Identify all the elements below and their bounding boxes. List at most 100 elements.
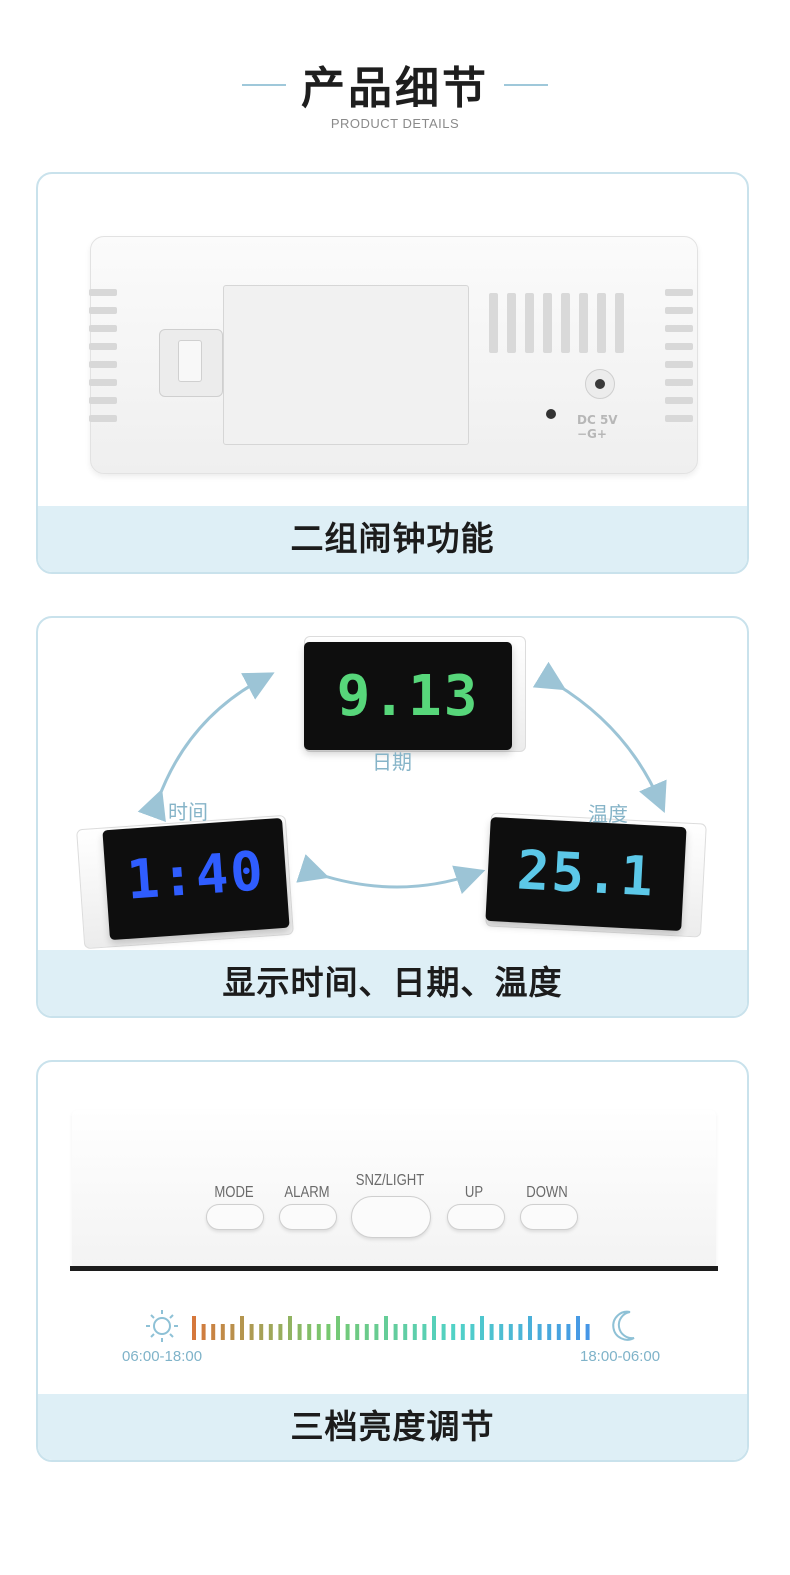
- speaker-slot: [543, 293, 552, 353]
- brightness-bar: [278, 1324, 283, 1340]
- snz-light-button-label: SNZ/LIGHT: [355, 1172, 425, 1189]
- vent-slot: [665, 397, 693, 404]
- brightness-bar: [240, 1316, 244, 1340]
- temp-label: 温度: [588, 802, 628, 826]
- speaker-slot: [561, 293, 570, 353]
- brightness-bar: [432, 1316, 436, 1340]
- alarm-feature-card: DC 5V −G+ 二组闹钟功能: [36, 172, 749, 574]
- brightness-bar: [422, 1324, 427, 1340]
- page-title: 产品细节: [301, 63, 489, 114]
- brightness-bar: [508, 1324, 513, 1340]
- vent-slot: [665, 307, 693, 314]
- display-caption: 显示时间、日期、温度: [38, 950, 747, 1016]
- brightness-scale: [146, 1310, 635, 1342]
- temp-display: 25.1: [515, 838, 657, 909]
- brightness-bar: [345, 1324, 350, 1340]
- clock-top-image: [72, 1110, 716, 1266]
- vent-slot: [89, 397, 117, 404]
- brightness-bar: [566, 1324, 571, 1340]
- brightness-bar: [470, 1324, 475, 1340]
- brightness-bar: [288, 1316, 292, 1340]
- vent-slot: [665, 415, 693, 422]
- brightness-bar: [211, 1324, 216, 1340]
- brightness-bar: [297, 1324, 302, 1340]
- latch-tab: [178, 340, 202, 382]
- brightness-bar: [480, 1316, 484, 1340]
- brightness-bar: [201, 1324, 206, 1340]
- temp-clock: 25.1: [485, 816, 687, 932]
- vent-slot: [665, 325, 693, 332]
- clock-top-base: [70, 1266, 718, 1271]
- alarm-button-label: ALARM: [284, 1184, 330, 1201]
- brightness-bar: [489, 1324, 494, 1340]
- vent-slot: [89, 307, 117, 314]
- arrow-date-to-temp: [532, 661, 667, 814]
- brightness-bar: [460, 1324, 465, 1340]
- brightness-bar: [384, 1316, 388, 1340]
- vent-slot: [89, 289, 117, 296]
- stand-latch: [159, 329, 223, 397]
- brightness-bar: [393, 1324, 398, 1340]
- brightness-bar: [326, 1324, 331, 1340]
- brightness-bar: [528, 1316, 532, 1340]
- brightness-bar: [249, 1324, 254, 1340]
- dc-label-polarity: −G+: [577, 427, 607, 441]
- brightness-card: MODE ALARM SNZ/LIGHT UP DOWN 06:00-18:00…: [36, 1060, 749, 1462]
- vent-slot: [89, 415, 117, 422]
- moon-icon: [612, 1310, 635, 1341]
- dc-label: DC 5V −G+: [577, 413, 618, 441]
- time-label: 时间: [168, 800, 208, 824]
- alarm-button[interactable]: [279, 1204, 337, 1230]
- brightness-bars: [192, 1316, 590, 1340]
- vent-slot: [665, 379, 693, 386]
- dc-label-voltage: DC 5V: [577, 413, 618, 427]
- alarm-caption: 二组闹钟功能: [38, 506, 747, 572]
- up-button[interactable]: [447, 1204, 505, 1230]
- dc-jack-icon: [585, 369, 615, 399]
- vent-slot: [89, 361, 117, 368]
- brightness-bar: [576, 1316, 580, 1340]
- speaker-slot: [579, 293, 588, 353]
- brightness-bar: [547, 1324, 552, 1340]
- brightness-caption: 三档亮度调节: [38, 1394, 747, 1460]
- snz-light-button[interactable]: [351, 1196, 431, 1238]
- brightness-bar: [355, 1324, 360, 1340]
- arrow-temp-to-time: [296, 854, 486, 895]
- mode-button-label: MODE: [214, 1184, 254, 1201]
- down-button[interactable]: [520, 1204, 578, 1230]
- night-range-label: 18:00-06:00: [580, 1348, 661, 1365]
- date-label: 日期: [372, 750, 412, 774]
- brightness-bar: [441, 1324, 446, 1340]
- down-button-label: DOWN: [526, 1184, 568, 1201]
- speaker-slot: [615, 293, 624, 353]
- clock-back-image: DC 5V −G+: [89, 236, 698, 474]
- brightness-bar: [518, 1324, 523, 1340]
- brightness-bar: [585, 1324, 590, 1340]
- speaker-slot: [489, 293, 498, 353]
- battery-cover: [223, 285, 469, 445]
- sun-icon: [146, 1310, 178, 1342]
- reset-hole: [546, 409, 556, 419]
- speaker-slot: [525, 293, 534, 353]
- vent-slot: [665, 343, 693, 350]
- brightness-bar: [451, 1324, 456, 1340]
- speaker-slot: [507, 293, 516, 353]
- vent-slot: [665, 289, 693, 296]
- vent-slot: [665, 361, 693, 368]
- cycle-arrows: [137, 661, 667, 895]
- brightness-bar: [230, 1324, 235, 1340]
- brightness-bar: [220, 1324, 225, 1340]
- date-clock: 9.13: [304, 642, 512, 750]
- brightness-bar: [499, 1324, 504, 1340]
- time-clock: 1:40: [102, 817, 290, 941]
- day-range-label: 06:00-18:00: [122, 1348, 203, 1365]
- brightness-bar: [374, 1324, 379, 1340]
- brightness-bar: [268, 1324, 273, 1340]
- brightness-bar: [412, 1324, 417, 1340]
- vent-slot: [89, 379, 117, 386]
- brightness-bar: [403, 1324, 408, 1340]
- brightness-bar: [259, 1324, 264, 1340]
- header-right-rule: [504, 84, 548, 86]
- brightness-bar: [537, 1324, 542, 1340]
- mode-button[interactable]: [206, 1204, 264, 1230]
